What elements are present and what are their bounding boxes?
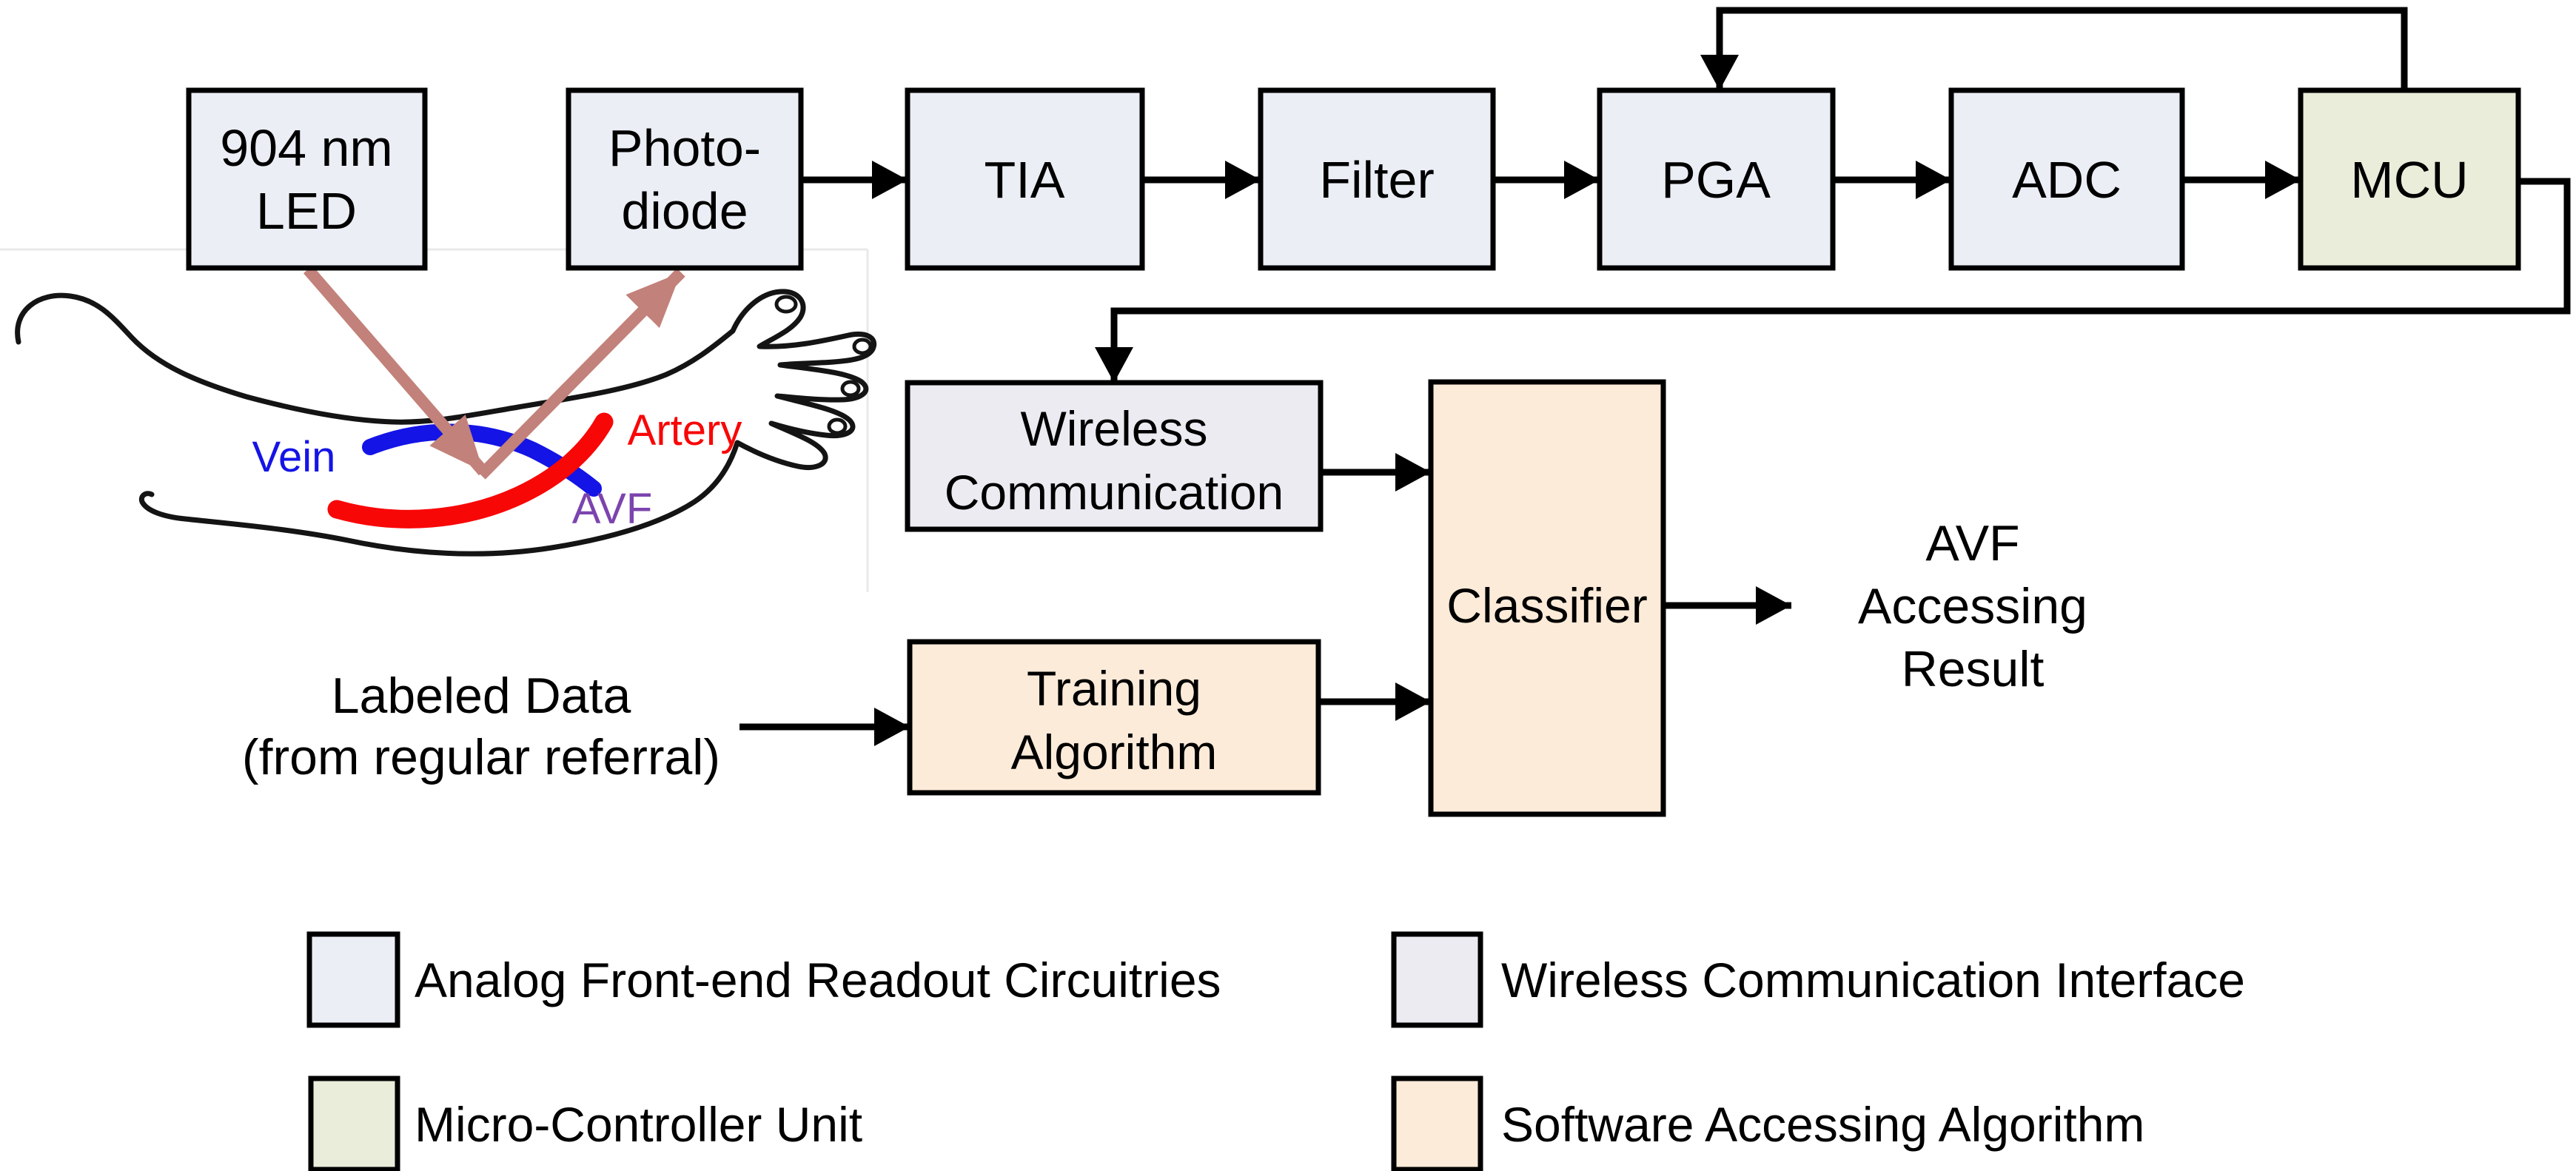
result-annotation: AVF Accessing Result [1858, 515, 2087, 697]
legend-label-wireless: Wireless Communication Interface [1501, 953, 2245, 1007]
pga-box [1597, 87, 1836, 271]
block-training: Training Algorithm [907, 639, 1321, 796]
legend-swatch-wireless [1391, 931, 1483, 1028]
reflected-beam-arrow [477, 268, 685, 480]
labeled-data-line2: (from regular referral) [242, 729, 720, 785]
wire-mcu-wireless [1095, 178, 2571, 383]
block-tia: TIA [905, 87, 1145, 271]
labeled-data-annotation: Labeled Data (from regular referral) [242, 668, 720, 785]
block-led: 904 nm LED [186, 87, 428, 271]
legend-item-afe: Analog Front-end Readout Circuitries [306, 931, 1221, 1028]
wireless-box [905, 380, 1324, 532]
block-filter: Filter [1258, 87, 1496, 271]
feedback-mcu-pga [1700, 7, 2408, 90]
training-label-line1: Training [1027, 661, 1201, 716]
wireless-label-line2: Communication [945, 465, 1284, 520]
tia-box [905, 87, 1145, 271]
block-adc: ADC [1948, 87, 2185, 271]
training-box [907, 639, 1321, 796]
classifier-label: Classifier [1446, 578, 1647, 633]
legend: Analog Front-end Readout Circuitries Wir… [306, 931, 2245, 1171]
legend-swatch-afe [306, 931, 400, 1028]
led-box [186, 87, 428, 271]
labeled-data-line1: Labeled Data [332, 668, 631, 724]
legend-swatch-software [1391, 1076, 1483, 1171]
finger-nail-3 [827, 417, 848, 435]
artery-label: Artery [628, 406, 742, 454]
result-line1: AVF [1925, 515, 2019, 571]
led-label-line1: 904 nm [220, 119, 392, 177]
photodiode-label-line1: Photo- [608, 119, 761, 177]
photodiode-box [566, 87, 804, 271]
training-label-line2: Algorithm [1011, 725, 1218, 779]
block-mcu: MCU [2298, 87, 2521, 271]
finger-nail-1 [852, 338, 873, 355]
tia-label: TIA [985, 151, 1065, 209]
avf-label: AVF [572, 485, 653, 533]
led-emit-beam-arrow [303, 265, 489, 476]
legend-label-afe: Analog Front-end Readout Circuitries [415, 953, 1221, 1007]
arm-illustration: Vein Artery AVF [15, 265, 877, 557]
led-label-line2: LED [256, 182, 357, 240]
finger-nail-2 [840, 380, 861, 397]
legend-swatch-mcu [308, 1076, 400, 1171]
legend-item-wireless: Wireless Communication Interface [1391, 931, 2245, 1028]
pga-label: PGA [1661, 151, 1771, 209]
block-pga: PGA [1597, 87, 1836, 271]
mcu-label: MCU [2350, 151, 2468, 209]
classifier-box [1428, 379, 1666, 817]
block-classifier: Classifier [1428, 379, 1666, 817]
result-line2: Accessing [1858, 578, 2087, 634]
legend-label-software: Software Accessing Algorithm [1501, 1097, 2144, 1152]
thumb-nail [774, 295, 798, 314]
adc-box [1948, 87, 2185, 271]
adc-label: ADC [2012, 151, 2121, 209]
mcu-box [2298, 87, 2521, 271]
arm-outline [15, 289, 877, 557]
wireless-label-line1: Wireless [1020, 401, 1207, 456]
photodiode-label-line2: diode [621, 182, 748, 240]
artery-curve [327, 412, 614, 529]
legend-item-mcu: Micro-Controller Unit [308, 1076, 862, 1171]
legend-label-mcu: Micro-Controller Unit [415, 1097, 862, 1152]
filter-label: Filter [1319, 151, 1435, 209]
vein-label: Vein [252, 433, 336, 481]
legend-item-software: Software Accessing Algorithm [1391, 1076, 2144, 1171]
block-photodiode: Photo- diode [566, 87, 804, 271]
result-line3: Result [1902, 641, 2045, 697]
block-wireless: Wireless Communication [905, 380, 1324, 532]
connectors [739, 7, 2571, 746]
filter-box [1258, 87, 1496, 271]
